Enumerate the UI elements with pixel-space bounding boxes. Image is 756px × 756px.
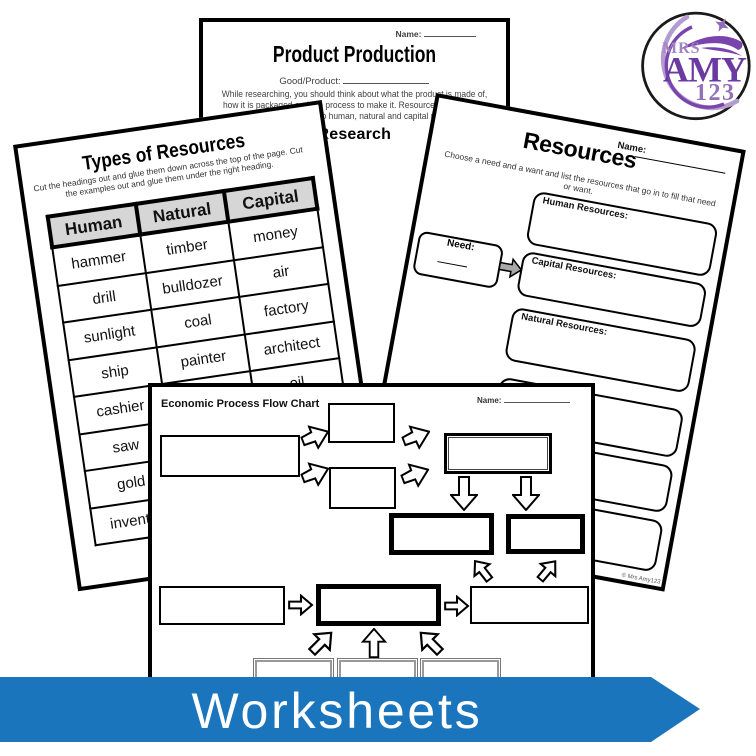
svg-text:MRS: MRS	[662, 40, 701, 57]
svg-text:Worksheets: Worksheets	[191, 683, 482, 739]
svg-text:AMY: AMY	[663, 50, 747, 90]
svg-text:123: 123	[695, 80, 736, 106]
